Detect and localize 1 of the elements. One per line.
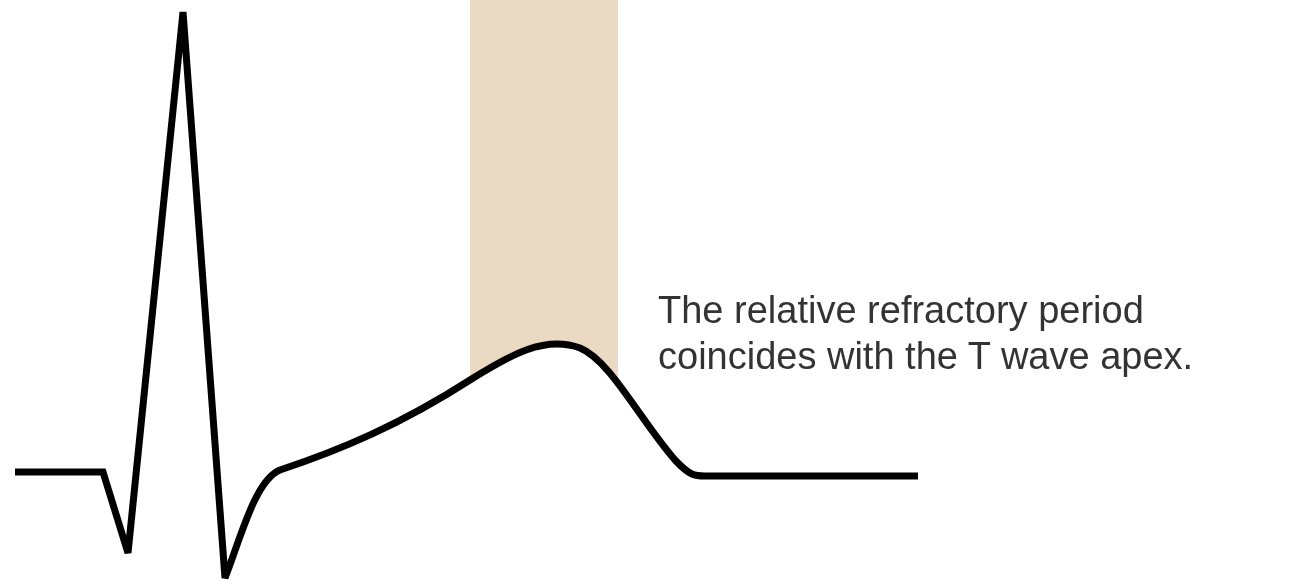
- annotation-text: The relative refractory period coincides with the T wave apex.: [658, 288, 1195, 380]
